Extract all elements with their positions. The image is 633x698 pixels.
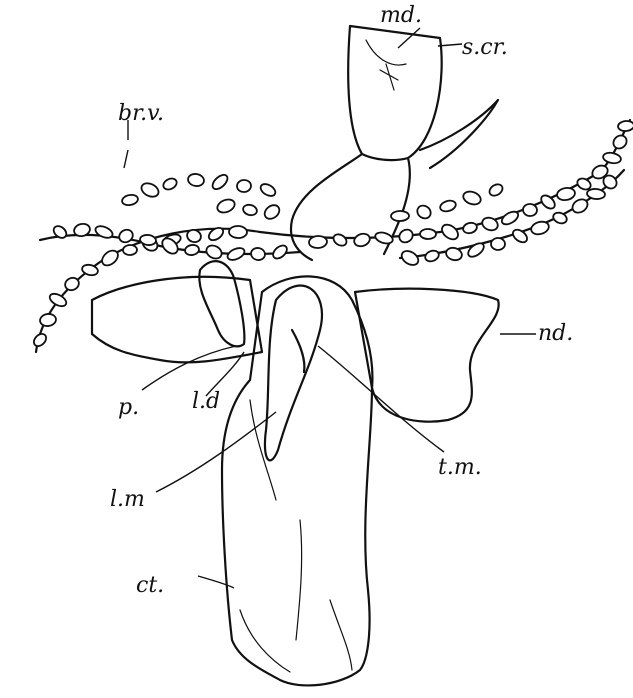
vesicle (121, 194, 139, 207)
pad-ld (199, 261, 244, 346)
vesicle (229, 226, 247, 239)
svg-text:t.m.: t.m. (438, 455, 482, 480)
label-br-v: br.v. (118, 101, 164, 126)
svg-text:p.: p. (118, 395, 139, 420)
leader-lines (124, 28, 536, 588)
svg-text:l.m: l.m (110, 487, 145, 512)
vesicle (522, 203, 537, 216)
vesicle (250, 247, 266, 262)
vesicle (210, 172, 230, 192)
vesicle (39, 313, 57, 327)
svg-text:l.d: l.d (192, 389, 220, 414)
vesicle (397, 227, 415, 245)
vesicle-chain (32, 120, 633, 352)
label-p: p. (118, 395, 139, 420)
vesicle (618, 120, 633, 131)
vesicle (399, 248, 421, 268)
vesicle (391, 211, 409, 221)
vesicle (215, 197, 236, 215)
vesicle (602, 151, 622, 164)
label-nd: nd. (538, 321, 573, 346)
label-md: md. (380, 3, 422, 28)
vesicle (309, 235, 328, 248)
vesicle (491, 238, 505, 250)
vesicle (226, 246, 247, 263)
label-t-m: t.m. (438, 455, 482, 480)
vesicle (487, 182, 504, 198)
vesicle (48, 291, 69, 308)
vesicle (117, 227, 135, 244)
vesicle (556, 187, 576, 202)
vesicle (123, 245, 138, 256)
vesicle (461, 189, 482, 206)
svg-text:ct.: ct. (136, 573, 164, 598)
vesicle (187, 173, 205, 188)
vesicle (204, 243, 224, 261)
label-l-m: l.m (110, 487, 145, 512)
vesicle (439, 222, 461, 243)
vesicle (466, 241, 486, 260)
vesicle (184, 244, 199, 256)
svg-text:md.: md. (380, 3, 422, 28)
vesicle (415, 203, 433, 221)
label-s-cr: s.cr. (462, 35, 508, 60)
vesicle (611, 133, 629, 151)
vesicle (374, 231, 394, 246)
vesicle (32, 332, 49, 349)
label-l-d: l.d (192, 389, 220, 414)
vesicle (530, 220, 551, 236)
right-wing-nd (355, 289, 499, 422)
vesicle (242, 203, 258, 216)
vesicle (331, 232, 348, 248)
vesicle (262, 202, 282, 221)
svg-text:nd.: nd. (538, 321, 573, 346)
svg-text:br.v.: br.v. (118, 101, 164, 126)
vesicle (236, 179, 251, 192)
vesicle (161, 176, 178, 191)
vesicle (271, 243, 290, 261)
svg-text:s.cr.: s.cr. (462, 35, 508, 60)
vesicle (500, 209, 521, 227)
vesicle (94, 224, 114, 240)
vesicle (420, 229, 436, 239)
vesicle (424, 249, 441, 263)
vesicle (352, 232, 371, 249)
vesicle (259, 182, 278, 199)
label-ct: ct. (136, 573, 164, 598)
vesicle (139, 181, 160, 200)
vesicle (587, 188, 606, 200)
tongue-lm (265, 286, 322, 461)
vesicle (462, 221, 478, 234)
vesicle (439, 199, 457, 213)
